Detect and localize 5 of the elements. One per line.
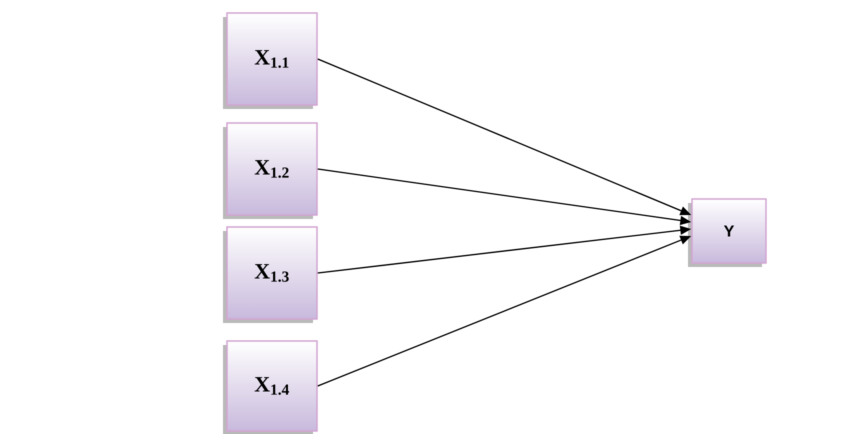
process-box: X$_{1.1}$ [223,12,318,109]
process-box: X$_{1.2}$ [223,122,318,219]
process-box: X$_{1.4}$ [223,340,318,434]
process-box: Y [688,198,767,267]
process-box: X$_{1.3}$ [223,226,318,323]
